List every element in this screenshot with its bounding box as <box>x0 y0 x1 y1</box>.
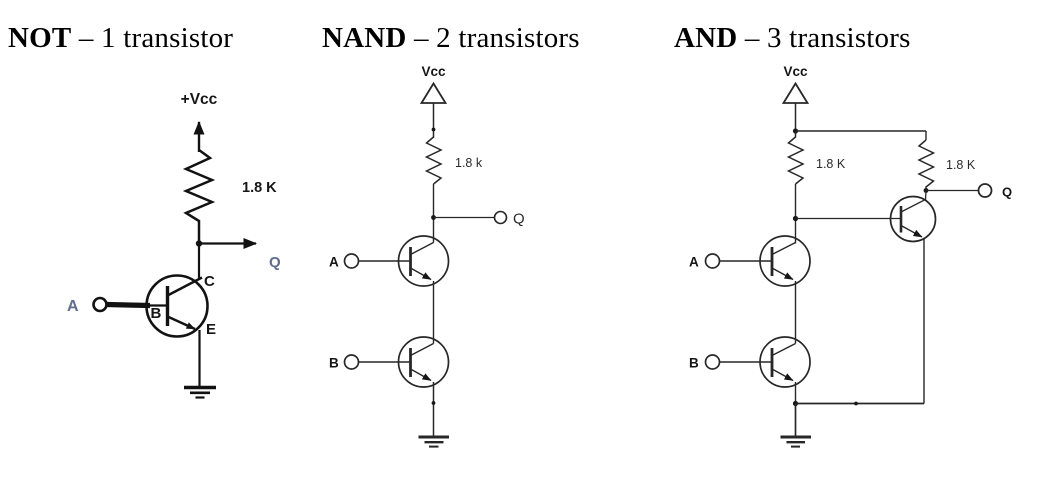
input-a-terminal <box>704 253 721 269</box>
output-terminal <box>977 183 993 198</box>
resistor-zigzag <box>182 148 216 243</box>
not-circuit-schematic: +Vcc 1.8 K Q C B E A <box>67 91 281 399</box>
vcc-label: Vcc <box>421 64 446 79</box>
input-a-terminal <box>343 253 360 269</box>
transistor-emitter-lead <box>771 368 794 382</box>
vcc-supply-icon <box>419 81 448 104</box>
wire-dot <box>431 401 436 405</box>
resistor-zigzag <box>424 136 443 185</box>
and-circuit-schematic: Vcc 1.8 K 1.8 K Q A <box>689 64 1012 448</box>
resistor-value-label: 1.8 K <box>242 180 277 196</box>
resistor-value-label: 1.8 k <box>455 156 483 170</box>
and-gate-subtitle: – 3 transistors <box>737 22 911 54</box>
emitter-terminal-label: E <box>206 321 216 338</box>
resistor-left-value-label: 1.8 K <box>816 157 846 171</box>
transistor-collector-lead <box>410 241 434 256</box>
input-a-label: A <box>689 255 699 270</box>
transistor-emitter-lead <box>771 267 794 281</box>
input-a-label: A <box>329 255 339 270</box>
input-b-label: B <box>689 356 699 371</box>
wire-dot <box>854 401 858 406</box>
transistor-q3 <box>889 190 937 243</box>
input-b-label: B <box>329 356 339 371</box>
nand-gate-title: NAND – 2 transistors <box>322 22 580 55</box>
not-gate-name: NOT <box>8 22 72 54</box>
not-gate-subtitle: – 1 transistor <box>71 22 234 54</box>
ground-symbol <box>184 385 216 399</box>
transistor-emitter-lead <box>167 315 196 331</box>
output-label: Q <box>269 254 281 271</box>
vcc-label: Vcc <box>783 64 808 79</box>
vcc-label: +Vcc <box>181 91 218 108</box>
input-b-terminal <box>343 354 360 370</box>
transistor-emitter-lead <box>900 224 923 238</box>
ground-symbol <box>780 435 811 448</box>
collector-terminal-label: C <box>204 273 215 290</box>
resistor-right-value-label: 1.8 K <box>946 158 976 172</box>
transistor-collector-lead <box>166 276 203 297</box>
nand-gate-subtitle: – 2 transistors <box>406 22 580 54</box>
wire-dot <box>431 127 436 132</box>
output-label: Q <box>1002 185 1012 200</box>
transistor-collector-lead <box>771 342 796 357</box>
output-terminal <box>493 210 508 225</box>
and-gate-title: AND – 3 transistors <box>674 22 911 55</box>
transistor-emitter-lead <box>410 267 432 281</box>
input-a-label: A <box>67 298 79 315</box>
not-gate-title: NOT – 1 transistor <box>8 22 233 55</box>
output-label: Q <box>513 211 525 228</box>
input-b-terminal <box>704 354 721 370</box>
and-gate-name: AND <box>674 22 738 54</box>
resistor-right-zigzag <box>917 139 936 191</box>
transistor-emitter-lead <box>410 368 432 382</box>
transistor-collector-lead <box>771 241 796 256</box>
resistor-left-zigzag <box>786 131 805 185</box>
nand-gate-name: NAND <box>322 22 407 54</box>
ground-symbol <box>418 435 449 448</box>
vcc-supply-icon <box>781 81 810 104</box>
base-terminal-label: B <box>151 305 162 322</box>
input-a-terminal <box>92 296 108 313</box>
transistor-collector-lead <box>410 342 434 357</box>
transistor-collector-lead <box>900 190 927 213</box>
nand-circuit-schematic: Vcc 1.8 k Q A B <box>329 64 525 448</box>
input-a-thick-wire <box>106 301 151 309</box>
